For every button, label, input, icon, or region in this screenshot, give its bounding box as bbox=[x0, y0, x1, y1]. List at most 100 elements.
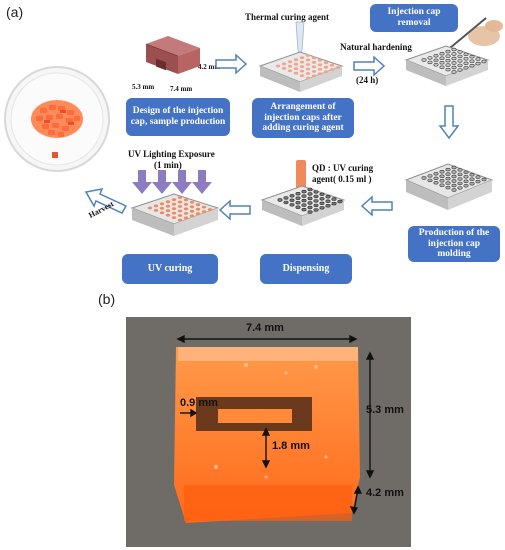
injection-cap-model bbox=[145, 36, 200, 74]
tray-cell bbox=[421, 176, 427, 180]
tray-cell bbox=[189, 200, 195, 204]
tray-cell bbox=[165, 200, 171, 204]
qd-label-line1: QD : UV curing bbox=[312, 163, 374, 173]
tray-cell bbox=[183, 198, 189, 202]
thermal-curing-agent-label: Thermal curing agent bbox=[245, 12, 329, 22]
tray-cell bbox=[451, 174, 457, 179]
tray-cell bbox=[463, 179, 469, 183]
hardening-time-label: (24 h) bbox=[356, 75, 379, 85]
tray-cell bbox=[451, 188, 457, 192]
tray-cell bbox=[313, 194, 319, 199]
tray-cell bbox=[481, 177, 487, 182]
tray-cell bbox=[189, 209, 195, 213]
tray-cell bbox=[451, 170, 457, 174]
tray-cells bbox=[421, 47, 487, 74]
tray-cell bbox=[299, 60, 305, 64]
tray-cell bbox=[463, 57, 469, 61]
cap-dim-4-2: 4.2 mm bbox=[198, 63, 221, 71]
tray-cell bbox=[183, 212, 189, 215]
tray-cell bbox=[439, 174, 445, 178]
tray-cell bbox=[463, 170, 469, 175]
tray-cell bbox=[433, 58, 439, 62]
tray-cell bbox=[313, 208, 319, 212]
tray-cell bbox=[171, 198, 177, 201]
tray-cell bbox=[177, 218, 183, 222]
tray-cell bbox=[475, 61, 481, 66]
tray-cell bbox=[307, 205, 313, 210]
tray-cell bbox=[433, 172, 439, 176]
tray-cell bbox=[481, 59, 487, 64]
tray-cell bbox=[475, 175, 481, 179]
tray-cell bbox=[299, 65, 305, 68]
tray-cell bbox=[183, 216, 189, 220]
tray-cell bbox=[475, 57, 481, 61]
tray-cell bbox=[427, 174, 433, 178]
tray-molding bbox=[404, 163, 494, 210]
tray-cell bbox=[457, 181, 463, 186]
tray-cell bbox=[307, 187, 313, 192]
tray-cell bbox=[281, 67, 287, 70]
tray-arrangement bbox=[258, 51, 344, 92]
tray-cell bbox=[445, 185, 451, 190]
cap-photo bbox=[126, 317, 411, 547]
tray-cell bbox=[159, 211, 165, 215]
tray-cell bbox=[457, 172, 463, 177]
tray-cell bbox=[195, 203, 201, 207]
tray-cell bbox=[289, 194, 295, 198]
tray-cell bbox=[189, 205, 195, 209]
tray-cell bbox=[457, 186, 463, 190]
tray-cell bbox=[325, 199, 331, 203]
tray-cell bbox=[463, 175, 469, 179]
tray-cell bbox=[159, 202, 165, 206]
tray-cell bbox=[451, 165, 457, 170]
tray-cell bbox=[439, 65, 445, 69]
tray-cell bbox=[295, 201, 301, 205]
box-removal: Injection cap removal bbox=[370, 4, 458, 32]
panel-a-label: (a) bbox=[6, 4, 24, 20]
tray-cell bbox=[311, 70, 317, 73]
tray-cell bbox=[445, 54, 451, 58]
box-arrangement: Arrangement of injection caps after addi… bbox=[252, 98, 354, 138]
tray-cell bbox=[451, 56, 457, 61]
tray-cell bbox=[301, 189, 307, 194]
tray-cell bbox=[177, 205, 183, 208]
tray-cell bbox=[433, 176, 439, 180]
arrow-left-3 bbox=[360, 195, 393, 217]
tray-cell bbox=[305, 63, 311, 66]
cap-dim-7-4: 7.4 mm bbox=[170, 85, 193, 93]
tray-cell bbox=[463, 184, 469, 188]
tray-cell bbox=[469, 55, 475, 59]
tray-cell bbox=[305, 67, 311, 71]
dim-height: 5.3 mm bbox=[366, 404, 404, 416]
tray-cell bbox=[153, 204, 159, 208]
box-design: Design of the injection cap, sample prod… bbox=[126, 98, 230, 136]
cap-photo-drawing bbox=[174, 334, 375, 523]
tray-cell bbox=[287, 60, 293, 64]
tray-cell bbox=[307, 210, 313, 214]
tray-cell bbox=[451, 47, 457, 52]
tray-cell bbox=[439, 179, 445, 183]
tray-cell bbox=[307, 196, 313, 201]
tray-cell bbox=[305, 72, 311, 75]
tray-cell bbox=[433, 63, 439, 67]
tray-cell bbox=[307, 192, 313, 196]
tray-cell bbox=[451, 52, 457, 56]
tray-cell bbox=[287, 69, 293, 73]
tray-cell bbox=[183, 207, 189, 211]
tray-cell bbox=[317, 72, 323, 76]
tray-cell bbox=[319, 192, 325, 197]
tray-cell bbox=[293, 71, 299, 75]
dim-width: 7.4 mm bbox=[246, 322, 284, 334]
tray-cell bbox=[445, 67, 451, 72]
dim-slot: 0.9 mm bbox=[180, 397, 218, 409]
tray-cell bbox=[469, 64, 475, 68]
tray-cell bbox=[457, 68, 463, 72]
tray-cell bbox=[177, 209, 183, 213]
box-production: Production of the injection cap molding bbox=[408, 226, 500, 262]
uv-light-arrows bbox=[132, 170, 212, 194]
tray-cell bbox=[451, 183, 457, 188]
arrow-right-2 bbox=[353, 55, 386, 77]
tray-cell bbox=[427, 60, 433, 65]
tray-cell bbox=[463, 52, 469, 57]
tray-cell bbox=[439, 170, 445, 174]
